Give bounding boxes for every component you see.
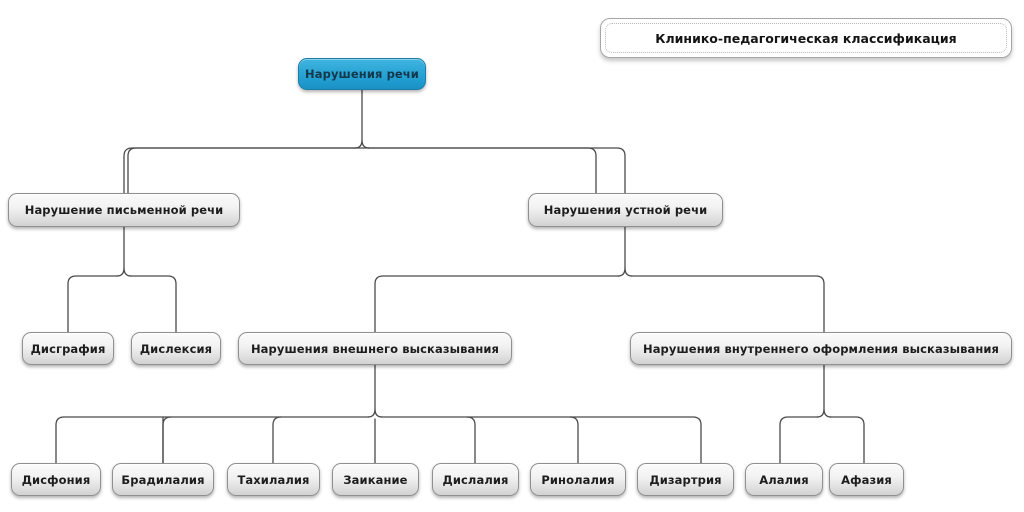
node-dysphonia[interactable]: Дисфония xyxy=(11,463,101,496)
node-oral-speech[interactable]: Нарушения устной речи xyxy=(528,193,723,227)
node-dysarthria-label: Дизартрия xyxy=(649,472,722,487)
edge-internal-notch xyxy=(816,408,832,418)
edge-oral-left xyxy=(374,275,620,333)
edge-bus-level2-left xyxy=(123,147,357,196)
edge-written-right xyxy=(129,275,177,333)
node-dysgraphia[interactable]: Дисграфия xyxy=(22,332,114,365)
node-aphasia-label: Афазия xyxy=(841,472,892,487)
node-alalia-label: Алалия xyxy=(759,472,809,487)
node-external-statement[interactable]: Нарушения внешнего высказывания xyxy=(238,332,512,365)
node-oral-speech-label: Нарушения устной речи xyxy=(543,203,708,217)
classification-title-box: Клинико-педагогическая классификация xyxy=(600,18,1012,58)
edge-external-notch xyxy=(367,408,383,418)
edge-internal-left xyxy=(779,416,819,464)
edge-written-notch xyxy=(116,267,132,277)
edge-bus-level2 xyxy=(127,147,597,196)
node-bradylalia-label: Брадилалия xyxy=(121,472,205,487)
node-written-speech[interactable]: Нарушение письменной речи xyxy=(8,193,240,227)
node-alalia[interactable]: Алалия xyxy=(745,463,823,496)
node-dyslexia[interactable]: Дислексия xyxy=(131,332,221,365)
edge-leaf-bradylalia-drop xyxy=(162,416,172,464)
node-tachylalia[interactable]: Тахилалия xyxy=(227,463,320,496)
edge-leaf-tachylalia-drop xyxy=(272,416,282,464)
node-internal-statement-label: Нарушения внутреннего оформления высказы… xyxy=(642,341,1000,356)
node-dysarthria[interactable]: Дизартрия xyxy=(637,463,734,496)
edge-oral-notch xyxy=(617,267,633,277)
node-bradylalia[interactable]: Брадилалия xyxy=(112,463,214,496)
node-dyslalia[interactable]: Дислалия xyxy=(432,463,519,496)
edge-internal-right xyxy=(829,416,865,464)
node-rhinolalia-label: Ринолалия xyxy=(541,472,615,487)
edge-oral-right xyxy=(630,275,825,333)
node-root-label: Нарушения речи xyxy=(305,67,419,81)
edge-root-notch xyxy=(354,139,370,149)
edge-external-right-bus xyxy=(380,416,702,464)
node-aphasia[interactable]: Афазия xyxy=(829,463,904,496)
node-dysgraphia-label: Дисграфия xyxy=(30,341,106,356)
node-stuttering[interactable]: Заикание xyxy=(332,463,419,496)
node-internal-statement[interactable]: Нарушения внутреннего оформления высказы… xyxy=(630,332,1012,365)
node-dyslexia-label: Дислексия xyxy=(139,341,213,356)
node-rhinolalia[interactable]: Ринолалия xyxy=(530,463,626,496)
node-root[interactable]: Нарушения речи xyxy=(298,58,426,90)
edge-leaf-rhinolalia-drop xyxy=(569,416,579,464)
edge-external-left-bus xyxy=(55,416,370,464)
node-dysphonia-label: Дисфония xyxy=(21,472,91,487)
edge-leaf-dyslalia-drop xyxy=(466,416,476,464)
node-dyslalia-label: Дислалия xyxy=(442,472,509,487)
edge-bus-level2-right xyxy=(367,147,626,196)
edge-written-left xyxy=(67,275,119,333)
node-written-speech-label: Нарушение письменной речи xyxy=(24,203,224,217)
node-stuttering-label: Заикание xyxy=(343,472,408,487)
node-tachylalia-label: Тахилалия xyxy=(237,472,310,487)
node-external-statement-label: Нарушения внешнего высказывания xyxy=(250,341,500,356)
page-title: Клинико-педагогическая классификация xyxy=(605,23,1007,53)
